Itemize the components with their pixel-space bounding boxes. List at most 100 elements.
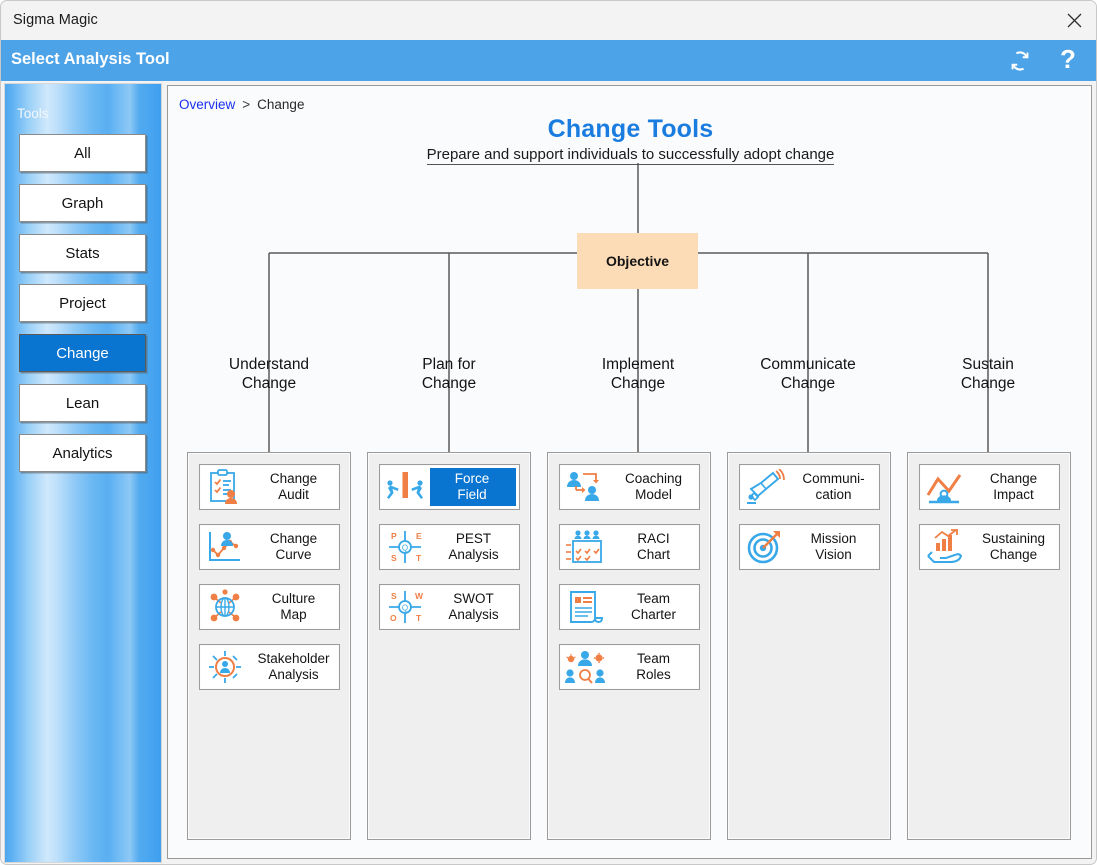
tool-label: Team Roles: [610, 651, 699, 683]
person-radial-icon: [200, 645, 250, 689]
heading-line1: Implement: [601, 356, 675, 373]
column-panel-understand-change: Change Audit Chan: [187, 452, 351, 840]
heading-line2: Change: [780, 375, 836, 392]
people-gears-icon: [560, 645, 610, 689]
sidebar-item-analytics[interactable]: Analytics: [19, 434, 146, 472]
sidebar-item-all[interactable]: All: [19, 134, 146, 172]
tool-label-line2: Vision: [815, 547, 852, 562]
tool-label: Change Curve: [250, 531, 339, 563]
help-icon[interactable]: ?: [1060, 44, 1076, 74]
document-scroll-icon: [560, 585, 610, 629]
tool-label-line1: Mission: [810, 531, 857, 546]
tool-tile-raci-chart[interactable]: RACI Chart: [559, 524, 700, 570]
svg-text:O: O: [390, 613, 397, 623]
target-arrow-icon: [740, 525, 790, 569]
tool-tile-team-charter[interactable]: Team Charter: [559, 584, 700, 630]
category-heading-sustain-change: Sustain Change: [898, 355, 1078, 393]
app-header: Select Analysis Tool ?: [1, 40, 1096, 81]
sidebar-item-stats[interactable]: Stats: [19, 234, 146, 272]
tool-label-line2: Model: [635, 487, 672, 502]
svg-text:E: E: [416, 531, 422, 541]
main-content-panel: Overview>Change Change Tools Prepare and…: [167, 85, 1092, 859]
tool-label-line1: Change: [989, 471, 1038, 486]
tool-tile-change-curve[interactable]: Change Curve: [199, 524, 340, 570]
tool-label-line2: Charter: [630, 607, 676, 622]
svg-text:S: S: [391, 591, 397, 601]
category-heading-implement-change: Implement Change: [548, 355, 728, 393]
column-panel-sustain-change: Change Impact: [907, 452, 1071, 840]
tool-tile-stakeholder-analysis[interactable]: Stakeholder Analysis: [199, 644, 340, 690]
tool-tile-sustaining-change[interactable]: Sustaining Change: [919, 524, 1060, 570]
tool-label-line1: Sustaining: [981, 531, 1046, 546]
tool-label: Communi- cation: [790, 471, 879, 503]
tool-tile-mission-vision[interactable]: Mission Vision: [739, 524, 880, 570]
page-title: Select Analysis Tool: [11, 50, 170, 68]
content-subtitle-text: Prepare and support individuals to succe…: [426, 146, 835, 165]
svg-text:T: T: [416, 553, 422, 563]
tool-label-line1: Team: [636, 651, 670, 666]
heading-line2: Change: [960, 375, 1016, 392]
two-people-pushing-wall-icon: [380, 465, 430, 509]
tool-label: RACI Chart: [610, 531, 699, 563]
sidebar-item-lean[interactable]: Lean: [19, 384, 146, 422]
tool-label-line1: Coaching: [624, 471, 683, 486]
svg-text:W: W: [415, 591, 424, 601]
svg-text:Q: Q: [402, 544, 408, 553]
breadcrumb: Overview>Change: [179, 97, 304, 112]
tool-tile-culture-map[interactable]: Culture Map: [199, 584, 340, 630]
tool-label: Culture Map: [250, 591, 339, 623]
tool-label: Mission Vision: [790, 531, 879, 563]
tool-label-line2: Analysis: [448, 547, 499, 562]
tool-label-line2: Chart: [636, 547, 670, 562]
window-title: Sigma Magic: [13, 12, 98, 28]
heading-line2: Change: [421, 375, 477, 392]
tool-label: Team Charter: [610, 591, 699, 623]
tool-label-line1: Team: [636, 591, 670, 606]
window-title-bar: Sigma Magic: [1, 1, 1096, 40]
close-icon[interactable]: [1051, 1, 1096, 40]
tool-tile-coaching-model[interactable]: Coaching Model: [559, 464, 700, 510]
tool-label-line2: Field: [457, 487, 487, 502]
tool-label: PEST Analysis: [430, 531, 519, 563]
sidebar-item-change[interactable]: Change: [19, 334, 146, 372]
hand-growth-bars-icon: [920, 525, 970, 569]
refresh-icon[interactable]: [1000, 40, 1040, 81]
heading-line1: Plan for: [422, 356, 476, 373]
tool-label: Change Audit: [250, 471, 339, 503]
tool-label-line2: Audit: [278, 487, 309, 502]
megaphone-icon: [740, 465, 790, 509]
line-chart-person-icon: [200, 525, 250, 569]
tool-tile-communication[interactable]: Communi- cation: [739, 464, 880, 510]
tool-label-line2: Analysis: [448, 607, 499, 622]
sidebar: Tools All Graph Stats Project Change Lea…: [4, 83, 162, 863]
breadcrumb-separator: >: [242, 97, 251, 112]
tool-label: SWOT Analysis: [430, 591, 519, 623]
matrix-checkmarks-icon: [560, 525, 610, 569]
tool-label-line2: cation: [815, 487, 852, 502]
category-heading-communicate-change: Communicate Change: [718, 355, 898, 393]
tool-tile-change-audit[interactable]: Change Audit: [199, 464, 340, 510]
tool-label-line1: Change: [269, 471, 318, 486]
tool-label-line2: Analysis: [268, 667, 319, 682]
category-heading-plan-for-change: Plan for Change: [359, 355, 539, 393]
tool-label: Stakeholder Analysis: [250, 651, 339, 683]
clipboard-checklist-person-icon: [200, 465, 250, 509]
tool-tile-change-impact[interactable]: Change Impact: [919, 464, 1060, 510]
heading-line1: Understand: [228, 356, 310, 373]
tool-tile-force-field[interactable]: Force Field: [379, 464, 520, 510]
tool-label: Coaching Model: [610, 471, 699, 503]
tool-label-line2: Curve: [275, 547, 312, 562]
sidebar-item-project[interactable]: Project: [19, 284, 146, 322]
tool-label-line1: PEST: [455, 531, 492, 546]
breadcrumb-overview[interactable]: Overview: [179, 97, 236, 112]
tool-label-line2: Roles: [636, 667, 671, 682]
two-persons-arrows-icon: [560, 465, 610, 509]
tool-label-line1: Change: [269, 531, 318, 546]
tool-tile-team-roles[interactable]: Team Roles: [559, 644, 700, 690]
sidebar-item-graph[interactable]: Graph: [19, 184, 146, 222]
